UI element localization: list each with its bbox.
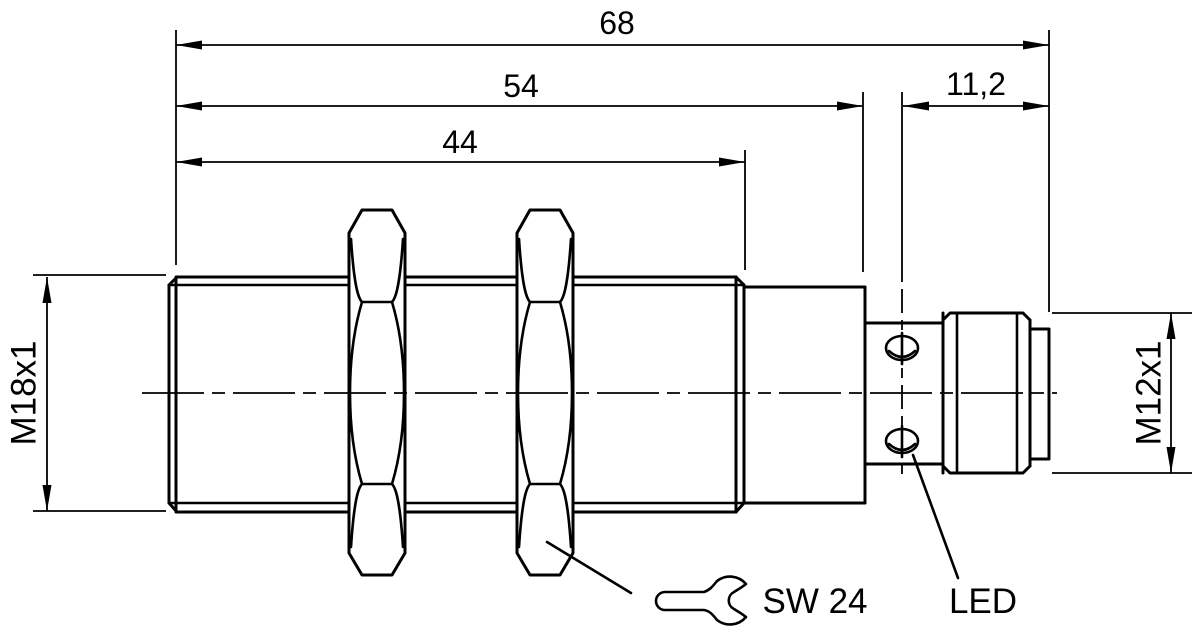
dimension-thread-m18: M18x1 [5, 274, 166, 512]
dimension-overall-length: 68 [175, 5, 1050, 312]
connector-m12 [941, 311, 1051, 475]
thread-spec-m12-label: M12x1 [1130, 340, 1169, 445]
housing-body [742, 285, 867, 505]
wrench-size-label: SW 24 [762, 582, 867, 621]
led-window-top [884, 331, 920, 366]
dim-11-2-label: 11,2 [946, 66, 1006, 102]
dimension-thread-m12: M12x1 [1052, 312, 1192, 474]
dimension-connector-length: 11,2 [903, 66, 1049, 111]
dim-44-label: 44 [442, 124, 478, 160]
led-window-bottom [884, 424, 920, 459]
dim-68-label: 68 [599, 5, 635, 41]
dim-54-label: 54 [503, 68, 539, 104]
led-leader-line [911, 453, 960, 580]
dimension-thread-length: 44 [176, 124, 746, 270]
wrench-icon [654, 575, 748, 626]
wrench-leader-line [545, 540, 633, 595]
led-label: LED [949, 582, 1017, 621]
led-section [863, 321, 945, 466]
dimension-housing-length: 54 [176, 68, 864, 272]
thread-spec-m18-label: M18x1 [5, 340, 44, 445]
threaded-barrel [167, 275, 746, 514]
